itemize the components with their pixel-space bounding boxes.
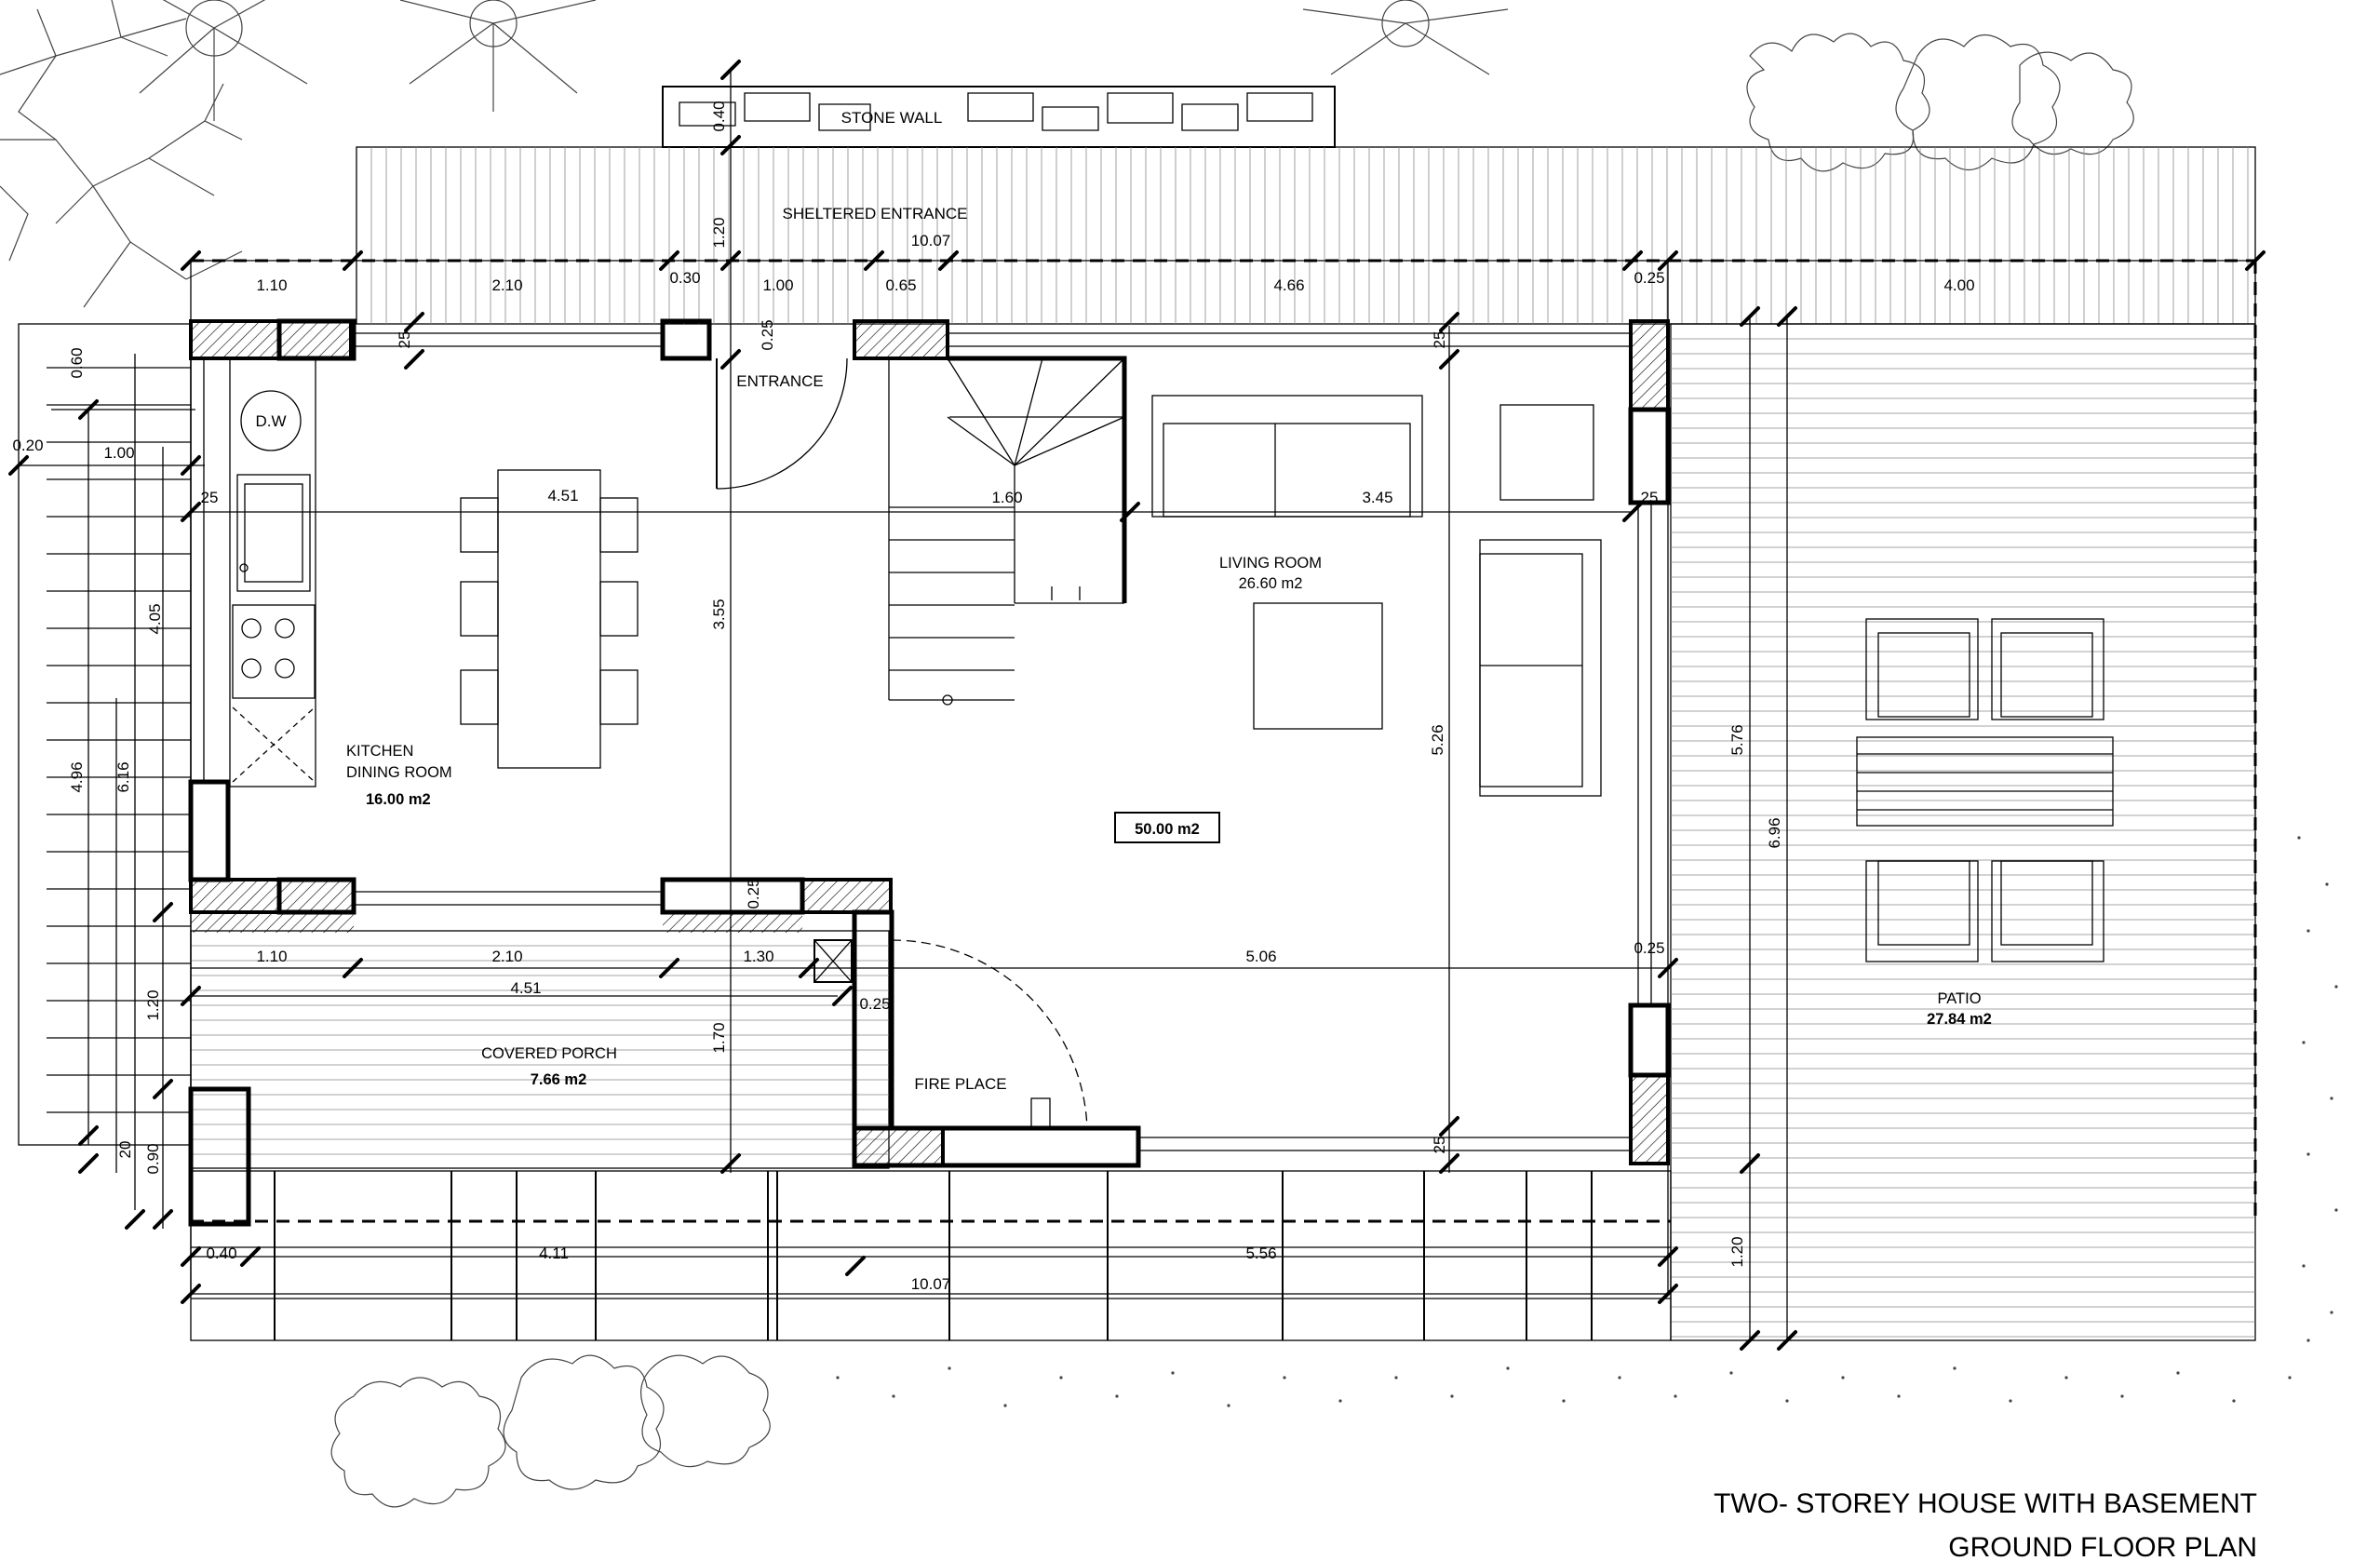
dim-0-40-bottom: 0.40 [206,1245,236,1262]
dim-1-20-top: 1.20 [710,217,728,248]
patio-furniture [1856,618,2114,962]
dim-0-25-entrance: 0.25 [759,319,776,350]
dim-4-51-porch: 4.51 [510,979,541,997]
dim-5-76: 5.76 [1728,724,1746,755]
ground-dots [836,836,2338,1407]
patio-deck [1670,323,2256,1341]
dim-5-06: 5.06 [1245,948,1276,965]
dim-0-60: 0.60 [68,347,86,378]
entrance-label: ENTRANCE [736,372,824,390]
drawing-title: TWO- STOREY HOUSE WITH BASEMENT GROUND F… [1714,1488,2257,1561]
dim-1-00-left: 1.00 [103,444,134,462]
living-room-label: LIVING ROOM [1219,555,1322,572]
dim-1-10-porch: 1.10 [256,948,287,965]
dim-6-96: 6.96 [1766,817,1783,848]
sink-icon [236,474,311,592]
stone-wall-label: STONE WALL [841,109,943,127]
dim-4-00: 4.00 [1943,276,1974,294]
dim-25-right-upper: 25 [1641,489,1659,506]
cooktop-icon [232,604,316,699]
kitchen-fittings: D.W [229,357,316,787]
dim-1-30: 1.30 [743,948,773,965]
dim-3-55: 3.55 [710,599,728,629]
dim-10-07-bottom: 10.07 [911,1275,951,1293]
patio-label: PATIO [1937,990,1981,1007]
entrance-door: ENTRANCE [716,357,848,490]
dim-4-96: 4.96 [68,761,86,792]
dishwasher-label: D.W [255,412,286,430]
covered-porch-paving [190,930,890,1169]
dim-1-70: 1.70 [710,1022,728,1053]
dim-25-left: 25 [201,489,219,506]
dim-1-20-right: 1.20 [1728,1236,1746,1267]
dim-10-07-top: 10.07 [911,232,951,249]
shrubs-bottom-left [330,1354,771,1508]
dim-0-25-mid: 0.25 [745,878,762,908]
dim-0-65: 0.65 [885,276,916,294]
sheltered-entrance-label: SHELTERED ENTRANCE [783,205,968,222]
dining-room-label: DINING ROOM [346,764,452,781]
dim-2-10-top: 2.10 [491,276,522,294]
title-line-1: TWO- STOREY HOUSE WITH BASEMENT [1714,1488,2257,1519]
sun-sketch-1 [139,0,1509,121]
dim-0-25-right-mid: 0.25 [1634,939,1664,957]
dimension-labels: 0.40 1.20 10.07 1.10 2.10 0.30 1.00 0.65… [12,101,1974,1293]
dim-0-90: 0.90 [144,1143,162,1174]
staircase [888,356,1127,706]
dim-0-40-top: 0.40 [710,101,728,131]
dim-25-kitchen: 25 [396,331,413,349]
dim-6-16: 6.16 [114,761,132,792]
dim-5-26: 5.26 [1429,724,1446,755]
dim-4-11: 4.11 [539,1245,569,1262]
dim-2-10-porch: 2.10 [491,948,522,965]
living-room-area: 26.60 m2 [1239,575,1303,592]
dim-0-30: 0.30 [669,269,700,287]
sheltered-entrance-canopy: SHELTERED ENTRANCE [356,146,2256,325]
stone-wall: STONE WALL [662,86,1336,148]
dim-4-51-table: 4.51 [547,487,578,505]
dim-0-25-top-right: 0.25 [1634,269,1664,287]
title-line-2: GROUND FLOOR PLAN [1948,1532,2257,1561]
dimension-lines [8,60,2266,1351]
living-room-furniture [1151,395,1602,797]
shrubs-top-right [1746,33,2134,172]
dishwasher-icon [240,390,302,451]
house-walls [188,318,1671,1227]
patio-area: 27.84 m2 [1927,1011,1992,1028]
dim-25-bottom: 25 [1431,1137,1448,1154]
dim-3-45: 3.45 [1362,489,1392,506]
dim-1-20-left: 1.20 [144,989,162,1020]
kitchen-area: 16.00 m2 [366,791,431,808]
dim-20-left: 20 [116,1141,134,1159]
kitchen-label: KITCHEN [346,743,413,760]
dim-1-60: 1.60 [991,489,1022,506]
dim-1-00-top: 1.00 [762,276,793,294]
dim-4-05: 4.05 [146,603,164,634]
dim-4-66: 4.66 [1273,276,1304,294]
fire-place-label: FIRE PLACE [914,1075,1006,1093]
dim-1-10-top: 1.10 [256,276,287,294]
dim-0-20-left: 0.20 [12,437,43,454]
dim-5-56: 5.56 [1245,1245,1276,1262]
dining-table [460,469,639,769]
dim-25-living: 25 [1431,331,1448,349]
total-area-box: 50.00 m2 [1114,812,1220,843]
front-paving-slabs [190,1170,1672,1341]
covered-porch-area: 7.66 m2 [531,1071,587,1088]
dim-0-25-fireplace: 0.25 [859,995,890,1013]
fireplace: FIRE PLACE [891,939,1088,1129]
room-labels: KITCHEN DINING ROOM 16.00 m2 LIVING ROOM… [346,555,1992,1088]
covered-porch-label: COVERED PORCH [481,1045,617,1062]
total-area: 50.00 m2 [1135,821,1200,838]
